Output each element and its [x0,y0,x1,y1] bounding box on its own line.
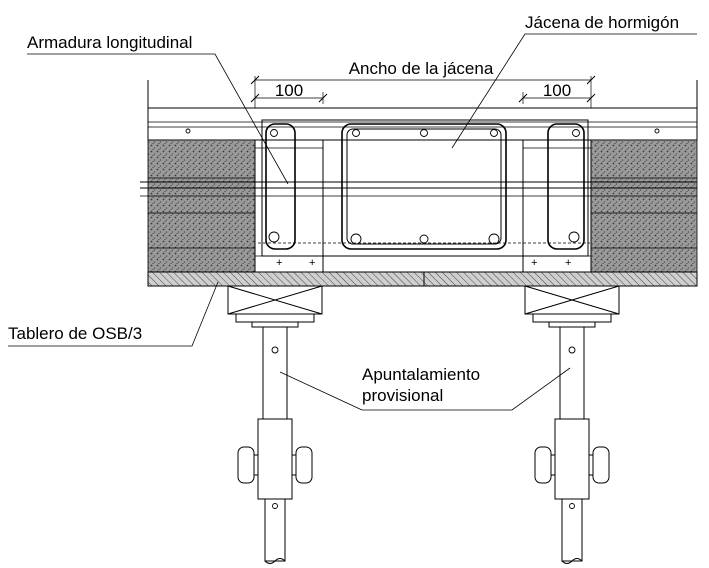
concrete-beam-section [140,119,697,257]
svg-text:+: + [276,257,282,269]
osb-board-label: Tablero de OSB/3 [8,324,142,343]
longitudinal-reinforcement-label: Armadura longitudinal [27,33,192,52]
callout-temporary-shoring: Apuntalamiento provisional [279,365,571,411]
dimension-100-right-label: 100 [543,81,571,100]
dimension-100-left: 100 [250,81,328,104]
dimension-100-left-label: 100 [275,81,303,100]
insulation-block-left [147,139,256,273]
callout-osb-board: Tablero de OSB/3 [8,281,219,347]
concrete-beam-label: Jácena de hormigón [525,13,679,32]
osb-board [147,271,698,287]
svg-text:+: + [565,257,571,269]
svg-text:+: + [531,257,537,269]
side-profile-right: + + [522,139,592,273]
shoring-prop-left [227,285,323,564]
callout-longitudinal-reinforcement: Armadura longitudinal [27,33,289,185]
shoring-label-line2: provisional [362,386,443,405]
dimension-100-right: 100 [518,81,596,104]
shoring-prop-right [524,285,620,564]
svg-text:+: + [309,257,315,269]
callout-concrete-beam: Jácena de hormigón [451,13,697,149]
insulation-joints [148,177,697,249]
dimension-beam-width: Ancho de la jácena [250,59,596,108]
shoring-label-line1: Apuntalamiento [362,365,480,384]
insulation-block-right [590,139,698,273]
beam-width-label: Ancho de la jácena [349,59,494,78]
